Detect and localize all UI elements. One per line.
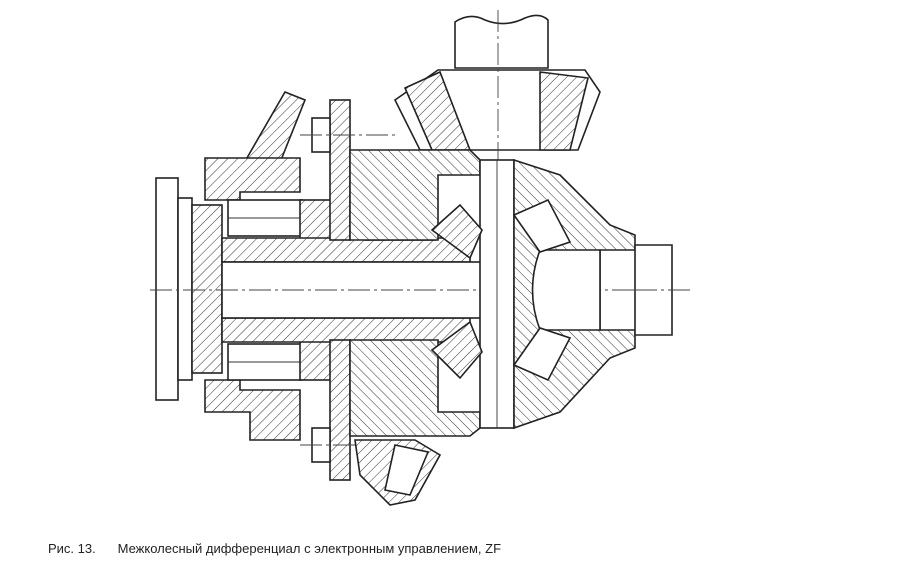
lower-boss — [384, 444, 430, 496]
input-shaft — [393, 10, 601, 175]
output-flange — [155, 177, 223, 401]
mounting-flange — [300, 99, 395, 481]
differential-case — [430, 158, 636, 430]
ring-gear-web — [479, 159, 515, 429]
right-output-stub — [634, 244, 690, 336]
main-shaft — [150, 237, 690, 343]
figure-label: Рис. 13. — [48, 541, 96, 556]
differential-cross-section-drawing — [150, 10, 690, 506]
figure-caption: Рис. 13. Межколесный дифференциал с элек… — [48, 541, 501, 556]
caption-text: Межколесный дифференциал с электронным у… — [117, 541, 502, 556]
